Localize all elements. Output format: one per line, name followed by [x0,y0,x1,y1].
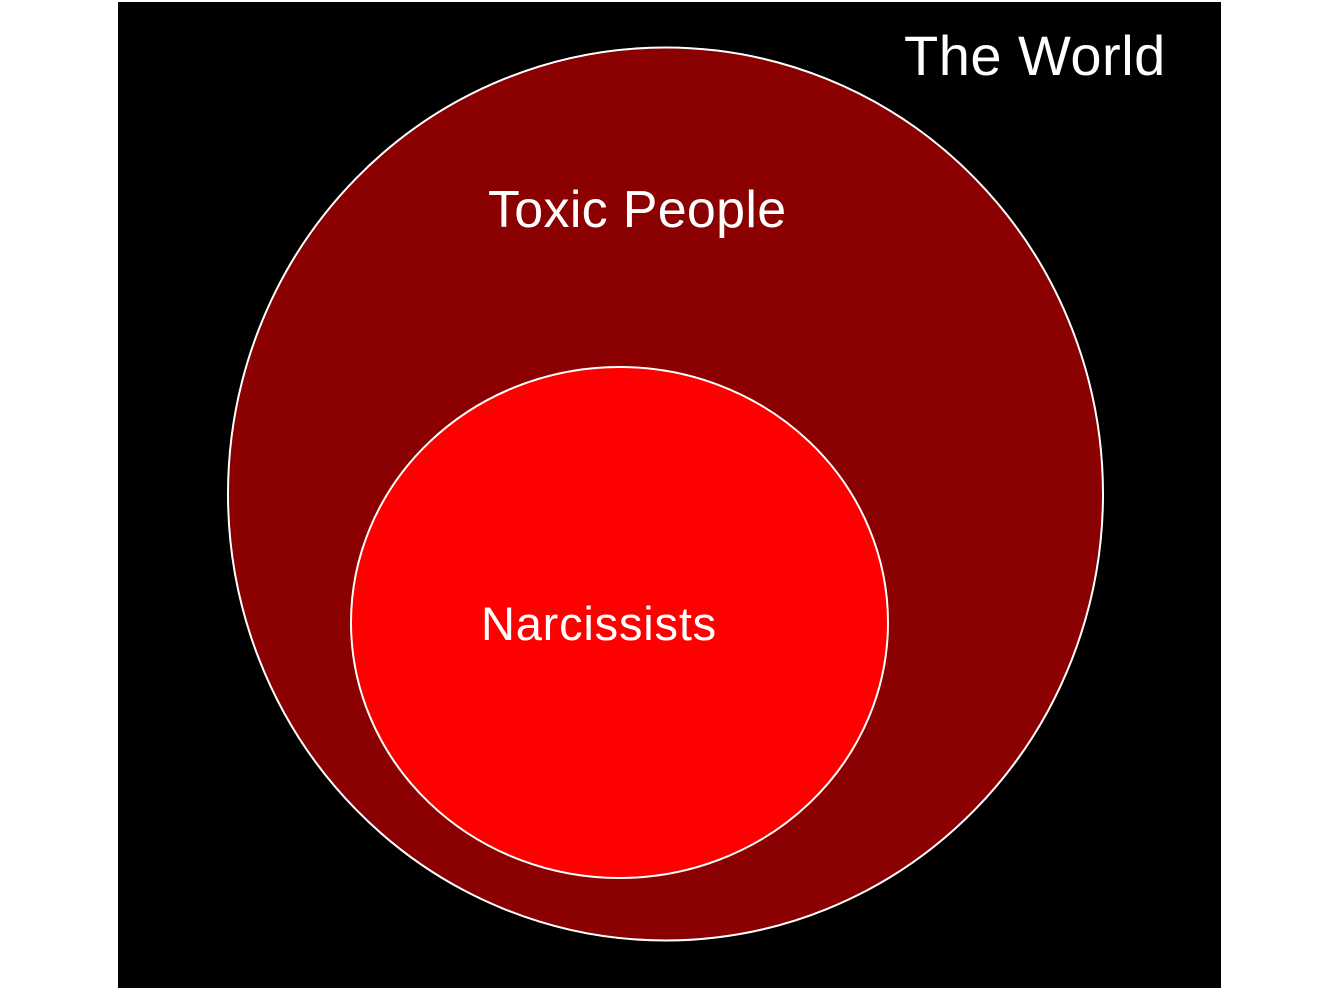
toxic-people-label: Toxic People [488,181,787,239]
narcissists-set [350,366,889,879]
universe-label: The World [904,24,1166,87]
narcissists-label: Narcissists [481,597,717,650]
